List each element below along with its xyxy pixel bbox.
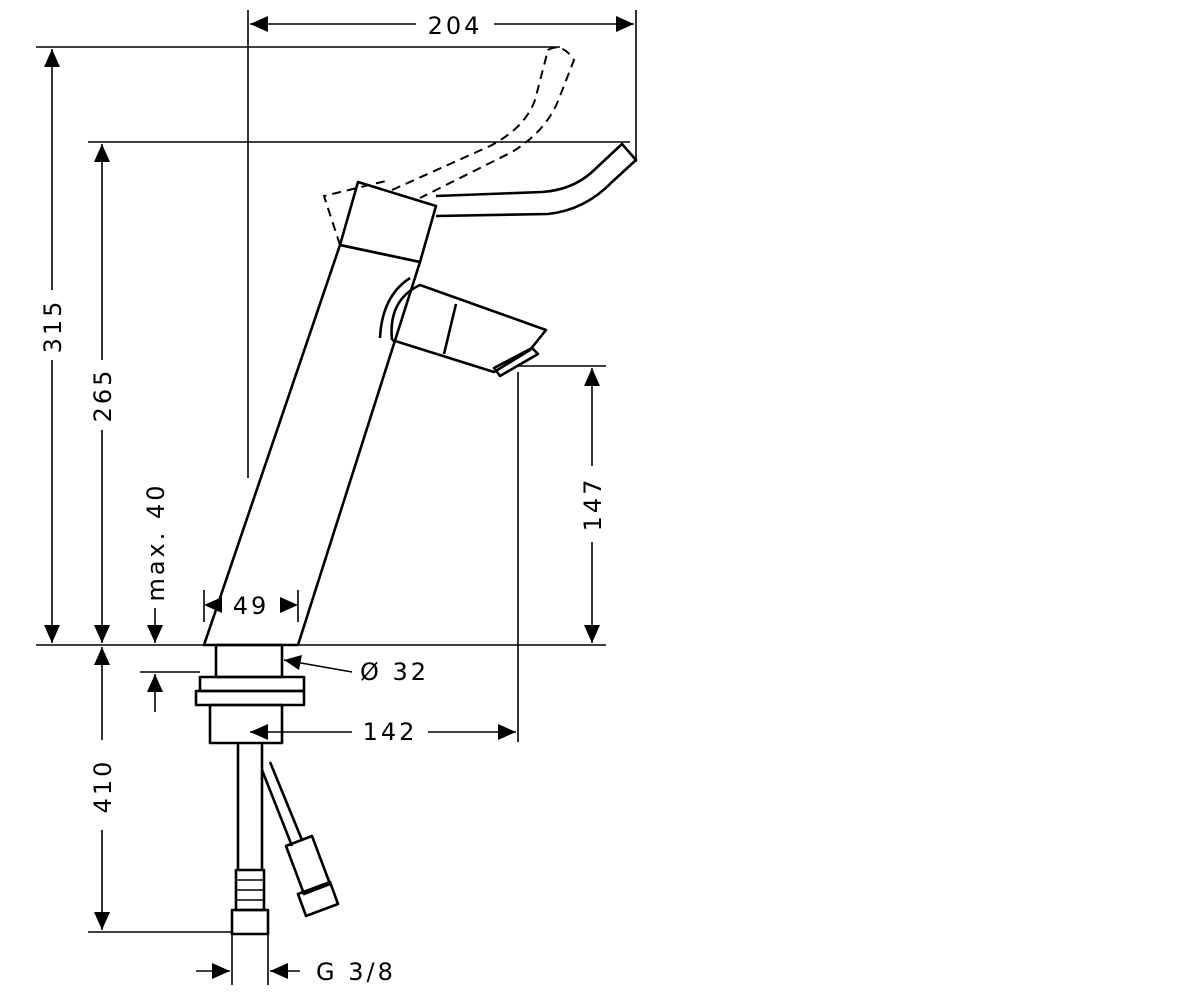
- label-spout-projection: 142: [363, 718, 418, 746]
- label-max-deck-thickness: max. 40: [142, 482, 170, 601]
- lever-raised-outline: [322, 46, 576, 246]
- label-hose-length: 410: [89, 759, 117, 814]
- dimension-lines: [44, 16, 634, 979]
- label-lever-top-height: 265: [89, 368, 117, 423]
- label-lever-reach: 204: [428, 12, 483, 40]
- label-spout-height: 147: [579, 477, 607, 532]
- faucet-body: [194, 142, 638, 936]
- extension-lines: [36, 10, 637, 985]
- label-total-height: 315: [39, 299, 67, 354]
- dimension-labels: 204 315 265 147 max. 40 49 Ø 32 142 410 …: [39, 12, 607, 986]
- label-shank-diameter: Ø 32: [360, 658, 429, 686]
- label-base-width: 49: [233, 592, 270, 620]
- label-connection-thread: G 3/8: [316, 958, 396, 986]
